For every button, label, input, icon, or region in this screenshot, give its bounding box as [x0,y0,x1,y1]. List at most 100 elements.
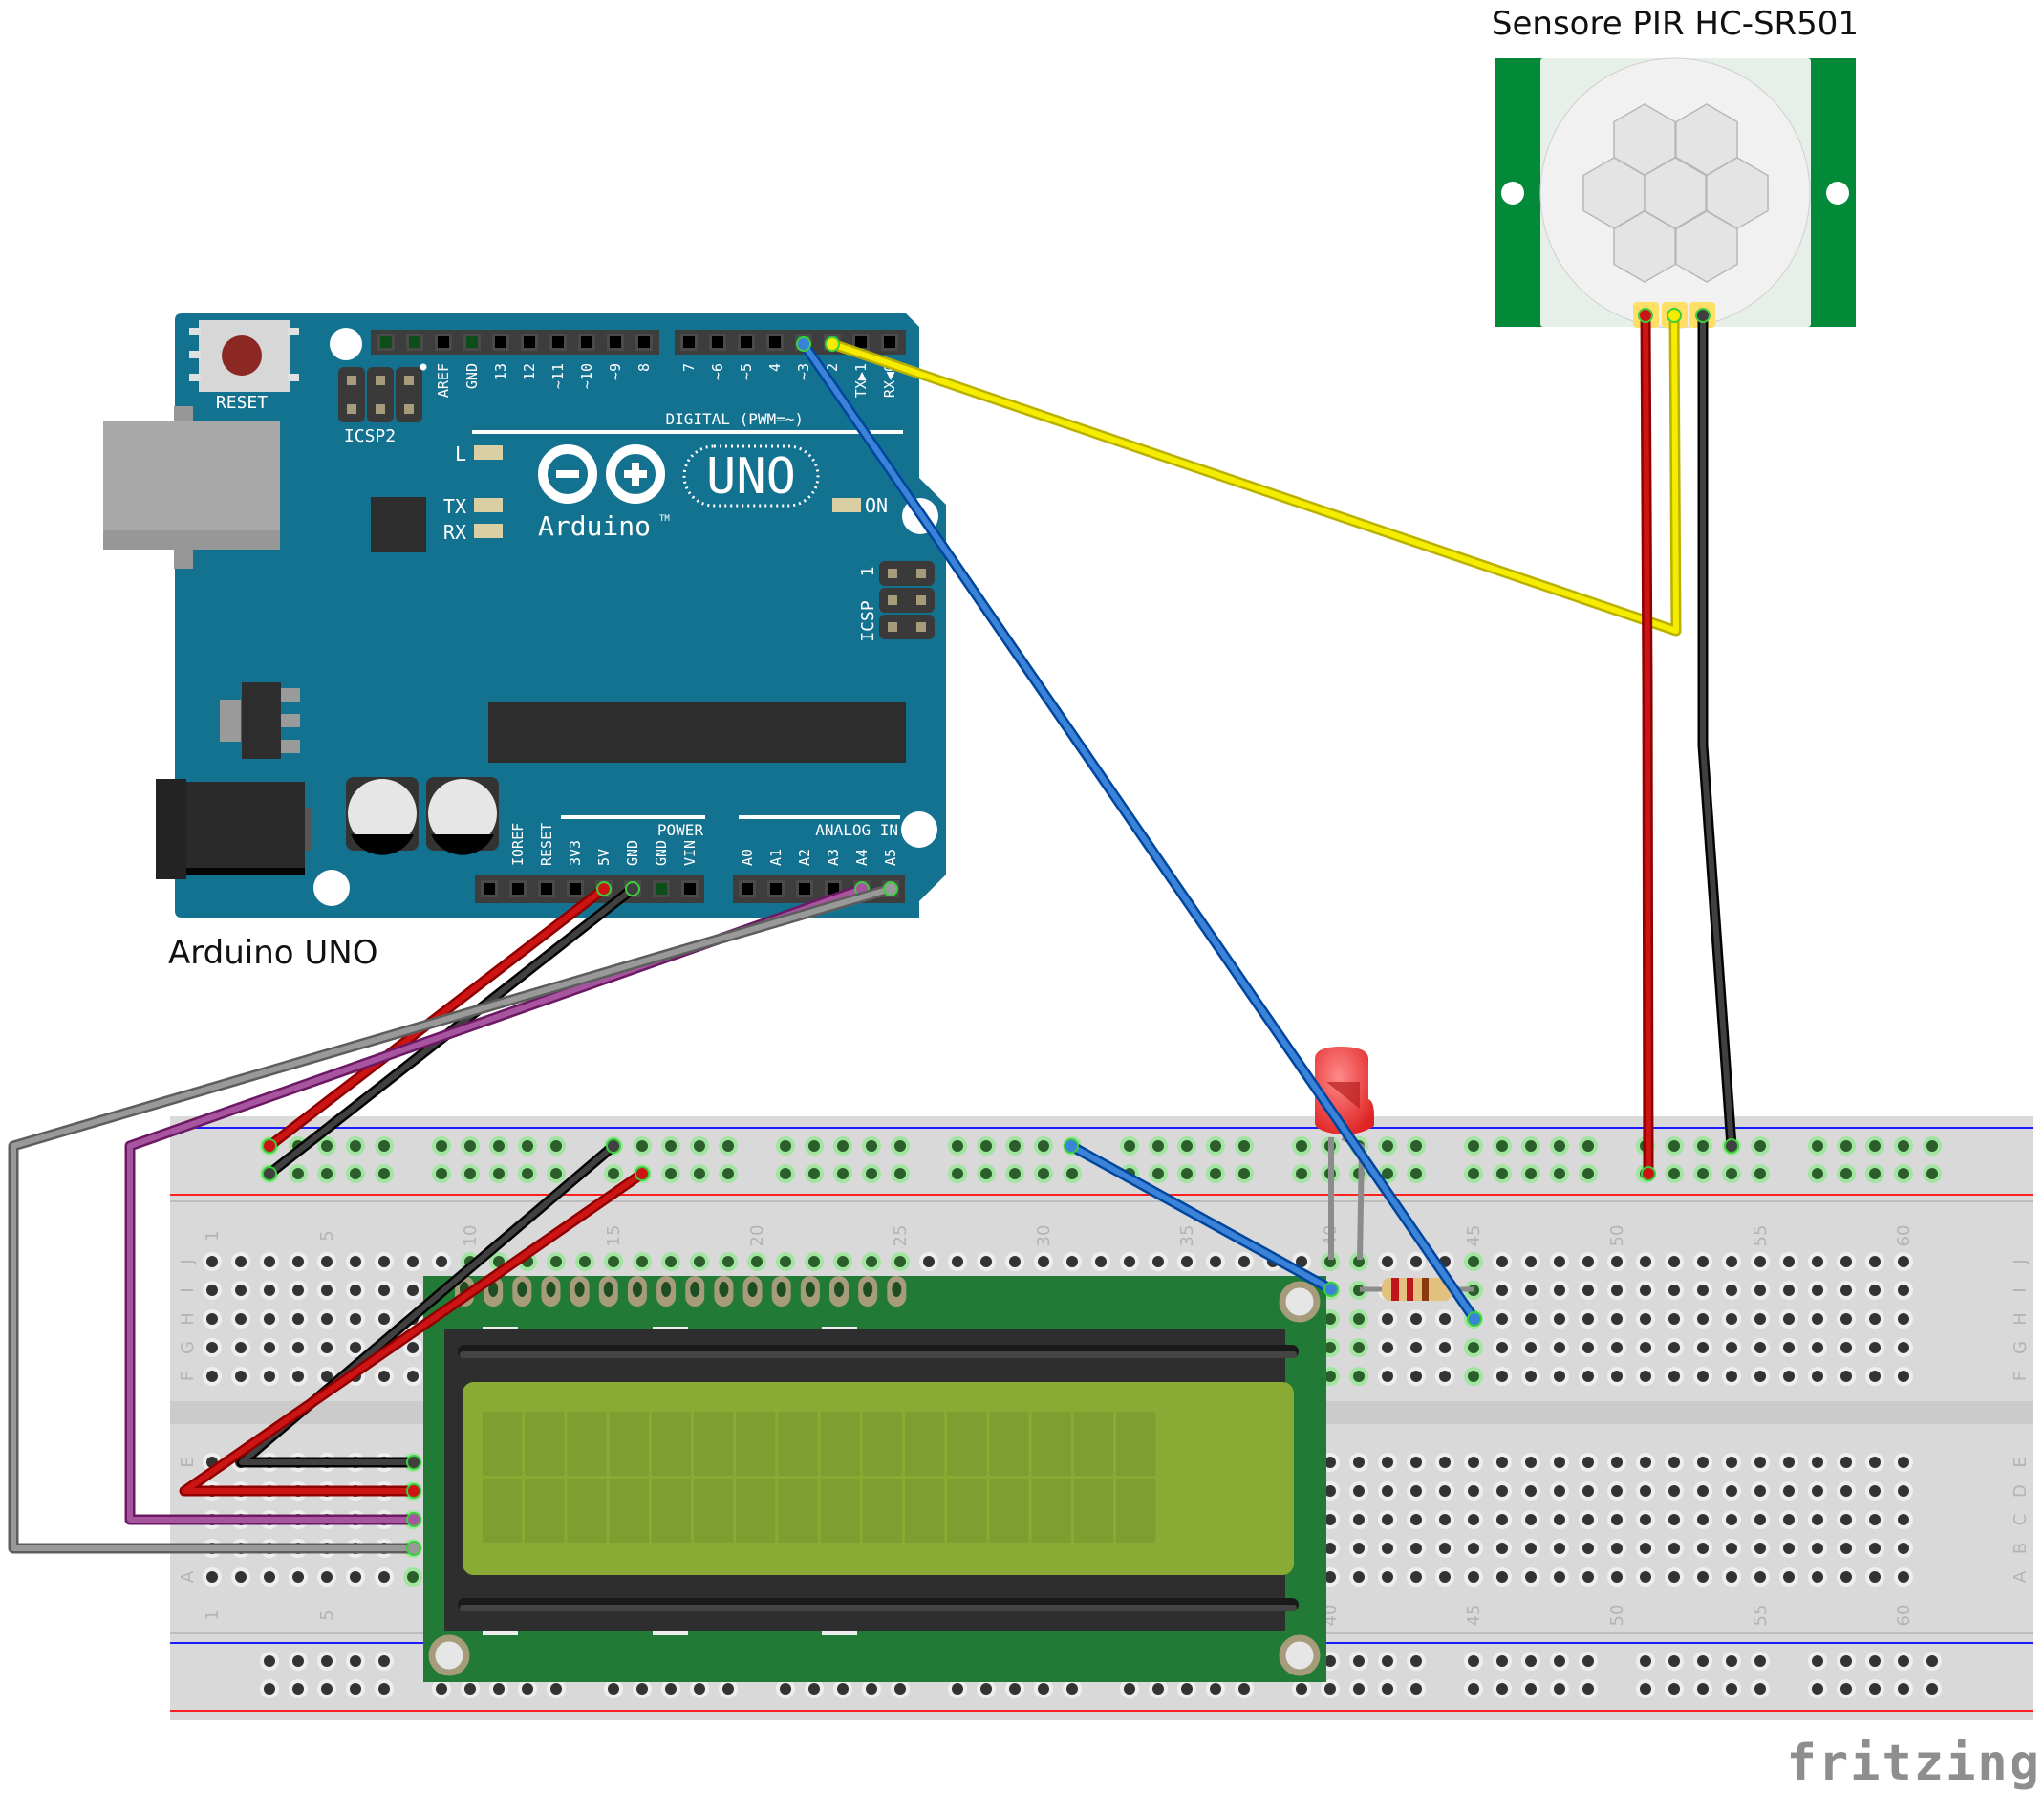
wire-end[interactable] [606,1138,621,1154]
wire-end[interactable] [406,1541,421,1556]
wire-a4-sda[interactable] [124,881,870,1527]
lcd-cell [1073,1479,1113,1543]
pin-label: RX◀0 [881,363,898,398]
row-label: I [178,1287,198,1292]
wire-end[interactable] [262,1138,277,1154]
lcd-cell [567,1479,607,1543]
pin-label: GND [653,840,670,866]
icsp2-label: ICSP2 [344,426,396,446]
wire-end[interactable] [596,881,612,896]
pir-sensor[interactable] [1495,57,1856,329]
row-label: B [2011,1543,2031,1554]
digital-label: DIGITAL (PWM=~) [666,410,805,428]
wire-end[interactable] [1695,308,1711,323]
wire-pir-gnd-to-rail[interactable] [1695,308,1739,1154]
wire-end[interactable] [625,881,640,896]
wire-pir-signal-to-d2[interactable] [825,308,1682,637]
pin-label: 8 [635,363,653,372]
row-label: H [178,1312,198,1326]
usb-chip [371,497,426,552]
lcd-cell [1116,1412,1156,1476]
pin-label: 2 [824,363,841,372]
lcd-cell [483,1479,523,1543]
mount-hole [313,870,350,906]
row-label: A [2011,1570,2031,1583]
reset-button-cap[interactable] [222,335,262,376]
wire-a5-scl[interactable] [8,881,898,1556]
lcd-cell [567,1412,607,1476]
tm-mark: TM [659,514,670,524]
lcd-cell [947,1479,987,1543]
wire-end[interactable] [1064,1138,1079,1154]
wire-end[interactable] [1724,1138,1739,1154]
lcd-cell [862,1479,902,1543]
row-label: A [178,1570,198,1583]
lcd-character-cells [483,1412,1156,1543]
resistor[interactable] [1360,1278,1474,1301]
column-label: 5 [317,1609,337,1620]
microcontroller-chip [488,702,906,763]
mount-hole [1501,182,1524,205]
lcd-cell [862,1412,902,1476]
logo-text: Arduino [538,510,651,542]
column-label: 1 [203,1230,223,1241]
row-label: F [178,1372,198,1381]
wire-rail-to-lcd-vcc[interactable] [179,1166,650,1499]
column-label: 1 [203,1609,223,1620]
row-label: I [2011,1287,2031,1292]
mount-hole [1826,182,1849,205]
lcd-cell [483,1412,523,1476]
wire-end[interactable] [635,1166,650,1181]
row-label: H [2011,1312,2031,1326]
lcd-cell [1116,1479,1156,1543]
wire-rail-to-lcd-gnd[interactable] [236,1138,621,1470]
pin-label: 12 [521,363,538,380]
column-label: 30 [1034,1225,1054,1247]
column-label: 45 [1464,1225,1484,1247]
wire-led-rail-gnd[interactable] [1064,1138,1339,1297]
pin-label: ~11 [549,363,567,389]
wire-end[interactable] [1667,308,1682,323]
lcd-cell [736,1479,776,1543]
lens-segment [1675,210,1738,283]
arduino-caption: Arduino UNO [168,934,377,972]
icsp-header [879,561,935,639]
fritzing-logo: fritzing [1787,1735,2041,1792]
wire-pir-vcc-to-rail[interactable] [1638,308,1656,1181]
wire-end[interactable] [406,1512,421,1527]
wire-end[interactable] [1323,1282,1339,1297]
column-label: 20 [747,1225,767,1247]
lcd-16x2[interactable] [423,1276,1326,1682]
wire-end[interactable] [406,1455,421,1470]
wire-end[interactable] [1638,308,1653,323]
wire-end[interactable] [262,1166,277,1181]
column-label: 15 [604,1225,624,1247]
column-label: 35 [1177,1225,1197,1247]
reset-button[interactable] [189,320,299,392]
onboard-leds [474,445,861,538]
model-text: UNO [706,448,796,506]
row-label: G [2011,1341,2031,1354]
pin-label: A2 [796,849,813,866]
led-on-label: ON [865,494,888,517]
pin-label: ~6 [709,363,726,380]
wire-end[interactable] [406,1483,421,1499]
wire-end[interactable] [1641,1166,1656,1181]
lcd-cell [525,1479,565,1543]
row-label: J [2011,1259,2031,1264]
pin-label: A0 [739,849,756,866]
pin-label: A1 [767,849,785,866]
column-label: 45 [1464,1605,1484,1627]
lcd-cell [989,1412,1029,1476]
wire-end[interactable] [796,336,811,352]
wire-end[interactable] [1467,1311,1482,1327]
lcd-cell [736,1412,776,1476]
lcd-cell [694,1479,734,1543]
wire-d3-to-led[interactable] [796,336,1482,1327]
lcd-cell [905,1412,945,1476]
wire-end[interactable] [883,881,898,896]
icsp-pin1-label: 1 [858,567,878,577]
wire-end[interactable] [825,336,840,352]
usb-connector [103,406,280,569]
